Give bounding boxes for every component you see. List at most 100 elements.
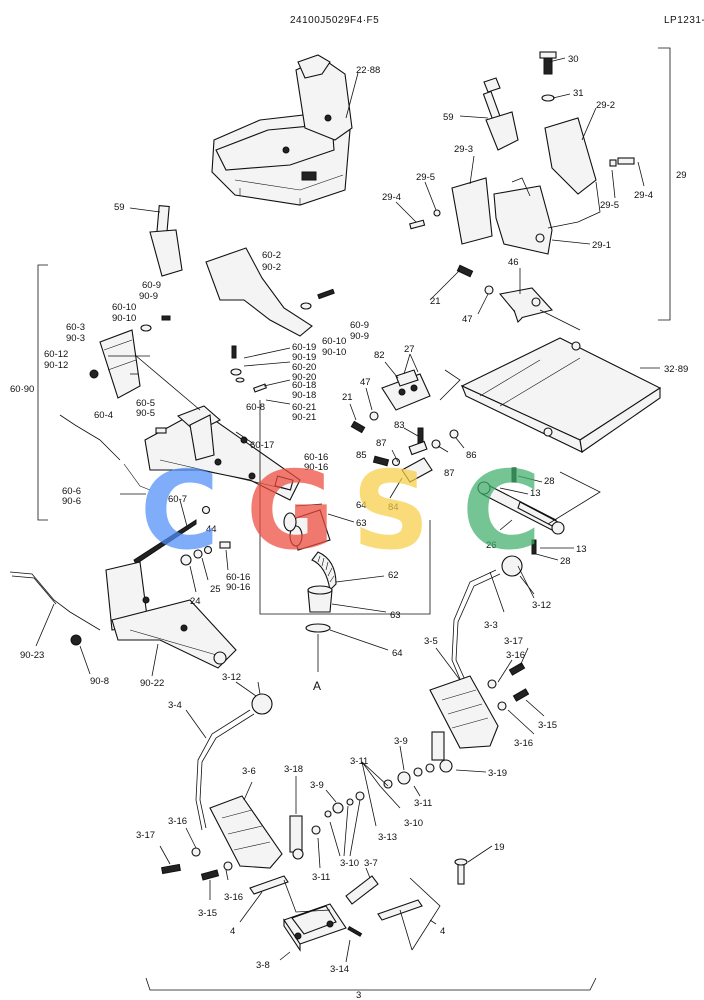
label-60-6: 60-6 xyxy=(62,486,81,497)
label-60-17: 60-17 xyxy=(250,440,274,451)
label-60-90: 60·90 xyxy=(10,384,34,395)
label-24: 24 xyxy=(190,596,201,607)
air-duct-62 xyxy=(259,400,431,672)
label-3-14: 3-14 xyxy=(330,964,349,975)
label-90-10-left: 90-10 xyxy=(112,313,136,324)
label-90-20: 90-20 xyxy=(292,372,316,383)
label-64-top: 64 xyxy=(356,500,367,511)
label-60-12: 60-12 xyxy=(44,349,68,360)
label-64-bottom: 64 xyxy=(392,648,403,659)
label-90-19: 90-19 xyxy=(292,352,316,363)
label-3-3: 3-3 xyxy=(484,620,498,631)
label-90-10-right: 90-10 xyxy=(322,347,346,358)
gas-spring-26 xyxy=(477,467,601,561)
label-44: 44 xyxy=(206,524,217,535)
label-3-11-bottom: 3-11 xyxy=(312,872,330,883)
label-85: 85 xyxy=(356,450,367,461)
label-3-15-left: 3-15 xyxy=(198,908,217,919)
label-60-21: 60-21 xyxy=(292,402,316,413)
label-3-11-right: 3-11 xyxy=(414,798,432,809)
label-3-7: 3-7 xyxy=(364,858,378,869)
label-32-89: 32·89 xyxy=(664,364,688,375)
mounting-plate-46 xyxy=(429,264,581,331)
label-90-23: 90-23 xyxy=(20,650,44,661)
watermark-letter-4: C xyxy=(462,449,541,574)
label-90-9-right: 90-9 xyxy=(350,331,369,342)
label-29-2: 29-2 xyxy=(596,100,615,111)
label-3-4: 3-4 xyxy=(168,700,182,711)
watermark: C G S C xyxy=(140,449,541,574)
label-60-10-right: 60-10 xyxy=(322,336,346,347)
label-3-12-left: 3-12 xyxy=(222,672,241,683)
label-3: 3 xyxy=(356,990,361,1000)
label-13-bottom: 13 xyxy=(576,544,587,555)
label-21-mid: 21 xyxy=(342,392,353,403)
label-83: 83 xyxy=(394,420,405,431)
label-30: 30 xyxy=(568,54,579,65)
label-3-16-left-top: 3-16 xyxy=(168,816,187,827)
label-29-5-right: 29-5 xyxy=(600,200,619,211)
label-29-5-left: 29-5 xyxy=(416,172,435,183)
label-90-22: 90-22 xyxy=(140,678,164,689)
bracket-90-22 xyxy=(9,561,237,677)
label-28-top: 28 xyxy=(544,476,555,487)
pedal-base-3-8 xyxy=(145,845,597,991)
label-60-4: 60-4 xyxy=(94,410,113,421)
callout-labels: 22·88 30 31 59 29-2 29-3 29-5 29-4 29-5 … xyxy=(10,54,688,1000)
label-47-top: 47 xyxy=(462,314,473,325)
label-4-right: 4 xyxy=(440,926,445,937)
label-60-18: 60-18 xyxy=(292,380,316,391)
label-31: 31 xyxy=(573,88,584,99)
label-26: 26 xyxy=(486,540,497,551)
label-60-7: 60-7 xyxy=(168,494,187,505)
label-60-3: 60-3 xyxy=(66,322,85,333)
platform-32-89 xyxy=(439,337,662,453)
watermark-letter-3: S xyxy=(352,449,430,574)
seat-assembly xyxy=(211,54,359,206)
label-29: 29 xyxy=(676,170,687,181)
label-47-mid: 47 xyxy=(360,377,371,388)
label-3-19: 3-19 xyxy=(488,768,507,779)
label-60-10-left: 60-10 xyxy=(112,302,136,313)
label-90-3: 90-3 xyxy=(66,333,85,344)
watermark-letter-2: G xyxy=(246,449,335,574)
diagram-ref: LP1231- xyxy=(664,15,704,26)
label-90-18: 90-18 xyxy=(292,390,316,401)
label-3-15-right: 3-15 xyxy=(538,720,557,731)
label-28-bottom: 28 xyxy=(560,556,571,567)
label-60-9-left: 60-9 xyxy=(142,280,161,291)
label-3-9-top: 3-9 xyxy=(394,736,408,747)
label-84: 84 xyxy=(388,502,399,513)
label-3-17-left: 3-17 xyxy=(136,830,155,841)
label-60-2: 60-2 xyxy=(262,250,281,261)
label-60-8: 60-8 xyxy=(246,402,265,413)
label-90-12: 90-12 xyxy=(44,360,68,371)
label-3-16-right-bottom: 3-16 xyxy=(514,738,533,749)
label-29-3: 29-3 xyxy=(454,144,473,155)
label-60-5: 60-5 xyxy=(136,398,155,409)
label-86: 86 xyxy=(466,450,477,461)
label-25: 25 xyxy=(210,584,221,595)
label-3-10-left: 3-10 xyxy=(340,858,359,869)
label-3-10-right: 3-10 xyxy=(404,818,423,829)
label-60-19: 60-19 xyxy=(292,342,316,353)
label-63-top: 63 xyxy=(356,518,367,529)
label-82: 82 xyxy=(374,350,385,361)
right-pedal-3-5 xyxy=(429,555,545,749)
watermark-letter-1: C xyxy=(140,449,219,574)
label-62: 62 xyxy=(388,570,399,581)
label-4-left: 4 xyxy=(230,926,235,937)
label-3-18: 3-18 xyxy=(284,764,303,775)
label-29-4-left: 29-4 xyxy=(382,192,401,203)
pedal-shaft xyxy=(311,731,487,905)
base-hardware xyxy=(133,505,231,593)
label-29-4-right: 29-4 xyxy=(634,190,653,201)
label-90-16-bottom: 90-16 xyxy=(226,582,250,593)
label-3-12-right: 3-12 xyxy=(532,600,551,611)
label-59-right: 59 xyxy=(443,112,454,123)
label-3-16-left-bottom: 3-16 xyxy=(224,892,243,903)
label-3-13: 3-13 xyxy=(378,832,397,843)
label-3-17-right: 3-17 xyxy=(504,636,523,647)
label-60-16-top: 60-16 xyxy=(304,452,328,463)
